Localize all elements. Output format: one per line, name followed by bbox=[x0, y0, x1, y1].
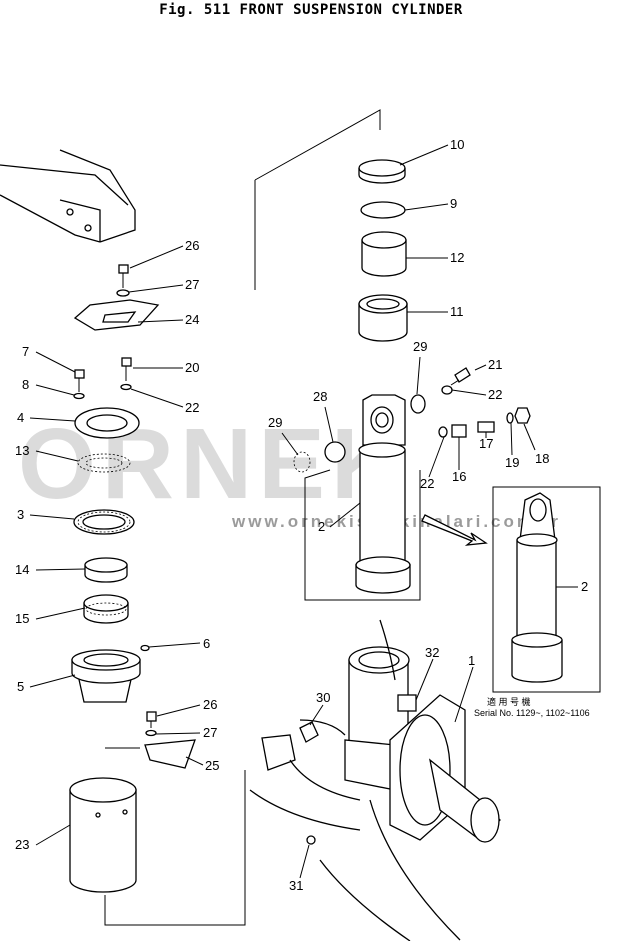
suspension-cylinder bbox=[293, 367, 531, 594]
ball-28 bbox=[324, 441, 346, 463]
callout-2-inset: 2 bbox=[581, 579, 588, 594]
callout-4: 4 bbox=[17, 410, 24, 425]
shim-29-left bbox=[293, 451, 311, 473]
callout-16: 16 bbox=[452, 469, 466, 484]
washer-22-fitting bbox=[438, 426, 448, 438]
inset-cylinder bbox=[511, 492, 563, 683]
fitting-31 bbox=[306, 835, 316, 845]
bolt-26-lower bbox=[146, 711, 157, 722]
callout-20: 20 bbox=[185, 360, 199, 375]
fitting-16 bbox=[451, 424, 467, 438]
washer-6 bbox=[140, 644, 150, 652]
callout-9: 9 bbox=[450, 196, 457, 211]
group-brackets bbox=[104, 109, 601, 926]
callout-18: 18 bbox=[535, 451, 549, 466]
washer-8 bbox=[73, 392, 85, 400]
assembly-arrow bbox=[421, 514, 488, 546]
cover-plate-25 bbox=[144, 739, 196, 769]
cylinder-cover-23 bbox=[69, 789, 137, 893]
cylinder-frame bbox=[304, 469, 421, 601]
washer-19 bbox=[506, 412, 514, 424]
callout-22-fitting: 22 bbox=[420, 476, 434, 491]
callout-28: 28 bbox=[313, 389, 327, 404]
upper-group-bracket bbox=[254, 109, 381, 181]
callout-14: 14 bbox=[15, 562, 29, 577]
callout-5: 5 bbox=[17, 679, 24, 694]
callout-17: 17 bbox=[479, 436, 493, 451]
bolt-21 bbox=[454, 367, 471, 383]
o-ring-9 bbox=[360, 201, 406, 219]
callout-31: 31 bbox=[289, 878, 303, 893]
callout-32: 32 bbox=[425, 645, 439, 660]
callout-labels: 10 9 12 11 26 27 24 7 8 20 22 4 13 3 14 … bbox=[15, 137, 588, 893]
callout-22-upper: 22 bbox=[488, 387, 502, 402]
nut-18 bbox=[514, 407, 531, 424]
washer-22-upper bbox=[441, 385, 453, 395]
snap-ring-10 bbox=[358, 159, 406, 177]
plate-24 bbox=[73, 299, 160, 331]
leader-lines bbox=[29, 144, 578, 879]
grease-nipple-17 bbox=[477, 421, 495, 433]
callout-2-main: 2 bbox=[318, 519, 325, 534]
bolt-20 bbox=[121, 357, 132, 367]
cylinder-inset-frame bbox=[492, 486, 601, 693]
callout-8: 8 bbox=[22, 377, 29, 392]
callout-12: 12 bbox=[450, 250, 464, 265]
callout-15: 15 bbox=[15, 611, 29, 626]
callout-30: 30 bbox=[316, 690, 330, 705]
callout-23: 23 bbox=[15, 837, 29, 852]
fitting-30 bbox=[299, 721, 319, 743]
callout-3: 3 bbox=[17, 507, 24, 522]
retainer-4 bbox=[74, 407, 140, 439]
serial-note: 適 用 号 機 Serial No. 1129~, 1102~1106 bbox=[474, 696, 590, 718]
washer-22-left bbox=[120, 383, 132, 391]
callout-26-lower: 26 bbox=[203, 697, 217, 712]
serial-number: Serial No. 1129~, 1102~1106 bbox=[474, 708, 590, 718]
callout-27-top: 27 bbox=[185, 277, 199, 292]
bolt-7 bbox=[74, 369, 85, 379]
callout-21: 21 bbox=[488, 357, 502, 372]
bolt-26-top bbox=[118, 264, 129, 274]
frame-beam bbox=[0, 149, 136, 243]
lower-group-bracket bbox=[104, 770, 246, 926]
callout-24: 24 bbox=[185, 312, 199, 327]
seal-kit-parts bbox=[358, 159, 408, 342]
bushing-12 bbox=[361, 239, 407, 277]
callout-7: 7 bbox=[22, 344, 29, 359]
shim-13 bbox=[77, 453, 131, 473]
callout-27-lower: 27 bbox=[203, 725, 217, 740]
callout-6: 6 bbox=[203, 636, 210, 651]
bushing-11 bbox=[358, 303, 408, 342]
callout-29-left: 29 bbox=[268, 415, 282, 430]
washer-27-lower bbox=[145, 729, 157, 737]
callout-25: 25 bbox=[205, 758, 219, 773]
callout-1: 1 bbox=[468, 653, 475, 668]
serial-kanji: 適 用 号 機 bbox=[487, 696, 531, 707]
washer-27-top bbox=[116, 289, 130, 297]
callout-10: 10 bbox=[450, 137, 464, 152]
callout-22-left: 22 bbox=[185, 400, 199, 415]
figure-title: Fig. 511 FRONT SUSPENSION CYLINDER bbox=[159, 2, 463, 18]
left-parts-stack bbox=[69, 264, 196, 893]
callout-26-top: 26 bbox=[185, 238, 199, 253]
callout-29-right: 29 bbox=[413, 339, 427, 354]
bearing-3 bbox=[73, 509, 135, 535]
callout-19: 19 bbox=[505, 455, 519, 470]
plate-32 bbox=[397, 694, 417, 712]
axle-assembly bbox=[249, 619, 501, 941]
callout-11: 11 bbox=[450, 304, 464, 319]
ring-29-right bbox=[410, 394, 426, 414]
callout-13: 13 bbox=[15, 443, 29, 458]
